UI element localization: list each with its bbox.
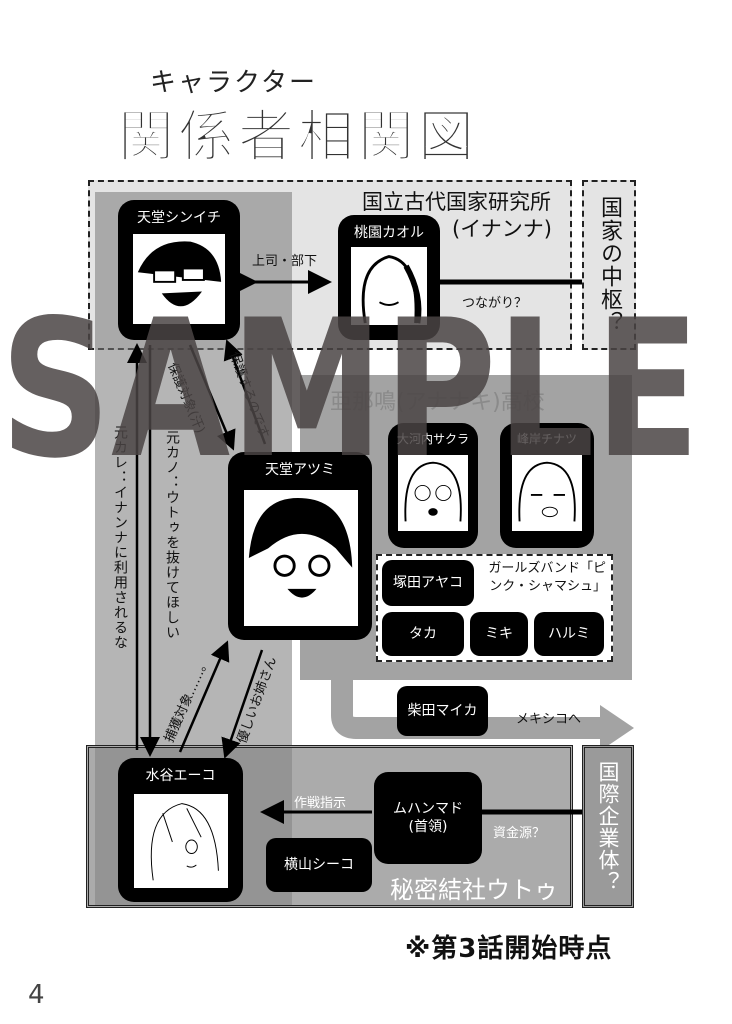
card-muhammad[interactable]: ムハンマド (首領) [374,772,482,864]
portrait-kaoru [349,245,429,327]
portrait-sakura [396,453,470,533]
name-eiko: 水谷エーコ [145,768,216,784]
page-number: 4 [28,980,45,1010]
card-ayako[interactable]: 塚田アヤコ [382,560,474,606]
label-ex-boyfriend: 元カレ：イナンナに利用されるな [112,425,128,650]
intl-corp-box: 国際企業体？ [582,745,634,908]
portrait-atsumi [242,488,360,628]
card-harumi[interactable]: ハルミ [534,612,604,656]
label-funding: 資金源？ [493,826,546,841]
title-ruby: キャラクター [150,68,317,98]
portrait-shinichi [131,232,227,326]
portrait-chinatsu [510,453,584,533]
card-maika[interactable]: 柴田マイカ [397,686,488,736]
name-shinichi: 天堂シンイチ [137,210,221,226]
timepoint-note: ※第3話開始時点 [405,934,613,964]
name-muhammad: ムハンマド [393,800,463,817]
band-name: ガールズバンド「ピンク・シャマシュ」 [488,561,606,594]
nation-core-label: 国家の中枢？ [597,196,622,334]
intl-corp-label: 国際企業体？ [596,760,620,893]
card-sakura[interactable]: 大河内サクラ [388,423,478,548]
label-boss: 上司・部下 [252,254,318,269]
name-chinatsu: 峰岸チナツ [516,432,577,446]
label-mexico: メキシコへ [516,712,582,727]
name-sakura: 大河内サクラ [396,432,469,446]
name-kaoru: 桃園カオル [354,225,424,241]
school-name: 亜那鳴(アナナキ)高校 [330,390,545,415]
label-orders: 作戦指示 [294,796,347,811]
card-shinichi[interactable]: 天堂シンイチ [118,200,240,340]
card-shiko[interactable]: 横山シーコ [266,838,372,892]
card-eiko[interactable]: 水谷エーコ [118,758,243,902]
portrait-eiko [132,792,230,890]
role-muhammad: (首領) [408,819,448,835]
nation-core-box: 国家の中枢？ [582,180,636,350]
institute-alias: (イナンナ) [452,217,552,241]
institute-name: 国立古代国家研究所 [362,190,551,214]
card-kaoru[interactable]: 桃園カオル [338,215,440,340]
society-name: 秘密結社ウトゥ [390,876,558,904]
card-atsumi[interactable]: 天堂アツミ [228,452,372,640]
page-title: 関係者相関図 [118,105,478,171]
card-taka[interactable]: タカ [382,612,464,656]
card-miki[interactable]: ミキ [470,612,528,656]
label-link: つながり？ [462,296,528,311]
name-atsumi: 天堂アツミ [265,462,335,478]
card-chinatsu[interactable]: 峰岸チナツ [500,423,594,548]
label-ex-girlfriend: 元カノ：ウトゥを抜けてほしい [164,430,180,640]
